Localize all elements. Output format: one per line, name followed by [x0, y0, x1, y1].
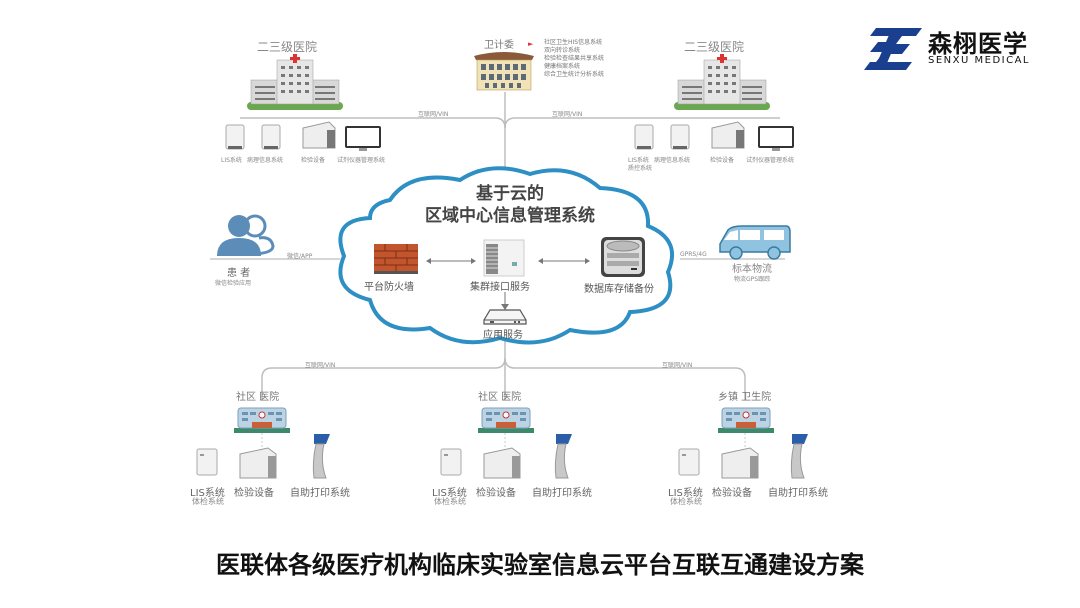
site-lis-sublabel: 体检系统 — [192, 497, 224, 506]
arrow-left-right-icon — [538, 258, 590, 264]
pointer-arrow-icon: ► — [528, 40, 534, 48]
top-left-hospital-title: 二三级医院 — [257, 40, 318, 54]
cloud-title-line2: 区域中心信息管理系统 — [425, 206, 595, 226]
patient-group-icon — [217, 214, 275, 256]
patient-label: 患 者 — [227, 268, 251, 279]
top-right-device-lis: LIS系统 — [628, 157, 649, 164]
logistics-label: 标本物流 — [732, 264, 772, 275]
lis-server-icon — [225, 124, 245, 150]
site-title: 社区 医院 — [236, 392, 280, 403]
patient-sublabel: 微信检验应用 — [215, 280, 252, 287]
clinic-building-icon — [234, 407, 290, 433]
logo-chinese-name: 森栩医学 — [928, 30, 1028, 58]
cloud-title-line1: 基于云的 — [476, 184, 544, 204]
cluster-server-icon — [483, 239, 525, 277]
lis-server-icon — [634, 124, 654, 150]
system-item: 检验检查结果共享系统 — [544, 55, 605, 62]
large-hospital-building-icon — [247, 54, 343, 110]
bottom-right-link-label: 互联网/VIN — [662, 362, 693, 369]
van-icon — [719, 225, 791, 260]
site-title: 社区 医院 — [478, 392, 522, 403]
logo-english-name: SENXU MEDICAL — [928, 55, 1030, 66]
lab-analyzer-icon — [302, 121, 336, 149]
logistics-link-label: GPRS/4G — [680, 251, 707, 258]
app-service-label: 应用服务 — [483, 330, 523, 341]
top-left-device-reagent: 试剂仪器管理系统 — [337, 157, 386, 164]
health-commission-title: 卫计委 — [484, 40, 514, 51]
cluster-label: 集群接口服务 — [470, 282, 530, 293]
lab-analyzer-icon — [239, 447, 277, 479]
top-right-device-reagent: 试剂仪器管理系统 — [746, 157, 795, 164]
clinic-building-icon — [478, 407, 534, 433]
senxu-logo-icon — [864, 28, 922, 70]
top-left-device-lis: LIS系统 — [221, 157, 242, 164]
logistics-node: GPRS/4G 标本物流 物流GPS跟踪 — [678, 224, 808, 294]
site-lis-label: LIS系统 — [432, 488, 467, 499]
pathology-server-icon — [670, 124, 690, 150]
bottom-site-2: 社区 医院 LIS系统 体检系统 检验设备 自助打印系统 — [432, 388, 632, 508]
pathology-server-icon — [261, 124, 281, 150]
top-right-hospital-title: 二三级医院 — [684, 40, 745, 54]
clinic-building-icon — [718, 407, 774, 433]
lab-analyzer-icon — [711, 121, 745, 149]
site-lis-label: LIS系统 — [668, 488, 703, 499]
patient-node: 患 者 微信检验应用 微信/APP — [205, 210, 340, 290]
bottom-site-3: 乡镇 卫生院 LIS系统 体检系统 检验设备 自助打印系统 — [668, 388, 868, 508]
site-lis-sublabel: 体检系统 — [434, 497, 466, 506]
patient-link-label: 微信/APP — [287, 253, 313, 260]
bottom-backbone-line — [261, 357, 746, 400]
system-item: 综合卫生统计分析系统 — [544, 71, 605, 78]
site-lis-label: LIS系统 — [190, 488, 225, 499]
site-device-label: 检验设备 — [476, 488, 516, 499]
monitor-icon — [345, 126, 381, 151]
site-kiosk-label: 自助打印系统 — [532, 488, 592, 499]
diagram-caption: 医联体各级医疗机构临床实验室信息云平台互联互通建设方案 — [216, 551, 864, 579]
logistics-sublabel: 物流GPS跟踪 — [734, 276, 771, 283]
site-lis-sublabel: 体检系统 — [670, 497, 702, 506]
database-icon — [601, 237, 645, 277]
company-logo: 森栩医学 SENXU MEDICAL — [862, 24, 1057, 74]
lab-analyzer-icon — [721, 447, 759, 479]
monitor-icon — [758, 126, 794, 151]
top-right-device-lis-sub: 质控系统 — [628, 165, 653, 172]
self-service-kiosk-icon — [312, 434, 330, 479]
bottom-left-link-label: 互联网/VIN — [305, 362, 336, 369]
top-right-hospital-node: 二三级医院 LIS系统 质控系统 病理信息系统 检验设备 试剂仪器管理系统 — [610, 38, 810, 172]
lis-server-icon — [678, 448, 700, 476]
firewall-icon — [374, 244, 418, 274]
top-right-device-analyzer: 检验设备 — [710, 157, 735, 164]
arrow-left-right-icon — [426, 258, 476, 264]
lis-server-icon — [196, 448, 218, 476]
health-commission-systems-list: 社区卫生HIS信息系统 双向转诊系统 检验检查结果共享系统 健康档案系统 综合卫… — [544, 39, 604, 79]
top-right-link-label: 互联网/VIN — [552, 111, 583, 118]
self-service-kiosk-icon — [790, 434, 808, 479]
lab-analyzer-icon — [483, 447, 521, 479]
top-left-device-pathology: 病理信息系统 — [247, 157, 284, 164]
self-service-kiosk-icon — [554, 434, 572, 479]
top-right-device-pathology: 病理信息系统 — [654, 157, 691, 164]
top-left-link-label: 互联网/VIN — [418, 111, 449, 118]
system-item: 健康档案系统 — [544, 63, 581, 70]
top-left-device-analyzer: 检验设备 — [301, 157, 326, 164]
arrow-down-icon — [501, 292, 509, 310]
top-left-hospital-node: 二三级医院 LIS系统 病理信息系统 检验设备 试剂仪器管理系统 — [205, 38, 405, 168]
database-label: 数据库存储备份 — [584, 284, 654, 295]
site-kiosk-label: 自助打印系统 — [768, 488, 828, 499]
firewall-label: 平台防火墙 — [364, 282, 414, 293]
system-item: 社区卫生HIS信息系统 — [544, 39, 603, 46]
lis-server-icon — [440, 448, 462, 476]
government-building-icon — [474, 52, 534, 91]
site-device-label: 检验设备 — [234, 488, 274, 499]
system-item: 双向转诊系统 — [544, 47, 581, 54]
site-title: 乡镇 卫生院 — [718, 392, 772, 403]
bottom-site-1: 社区 医院 LIS系统 体检系统 检验设备 自助打印系统 — [190, 388, 390, 508]
health-commission-node: 卫计委 ► 社区卫生HIS信息系统 双向转诊系统 检验检查结果共享系统 健康档案… — [470, 36, 670, 96]
app-server-icon — [483, 309, 527, 325]
cloud-title: 基于云的 区域中心信息管理系统 — [380, 183, 640, 227]
large-hospital-building-icon — [674, 54, 770, 110]
site-kiosk-label: 自助打印系统 — [290, 488, 350, 499]
site-device-label: 检验设备 — [712, 488, 752, 499]
